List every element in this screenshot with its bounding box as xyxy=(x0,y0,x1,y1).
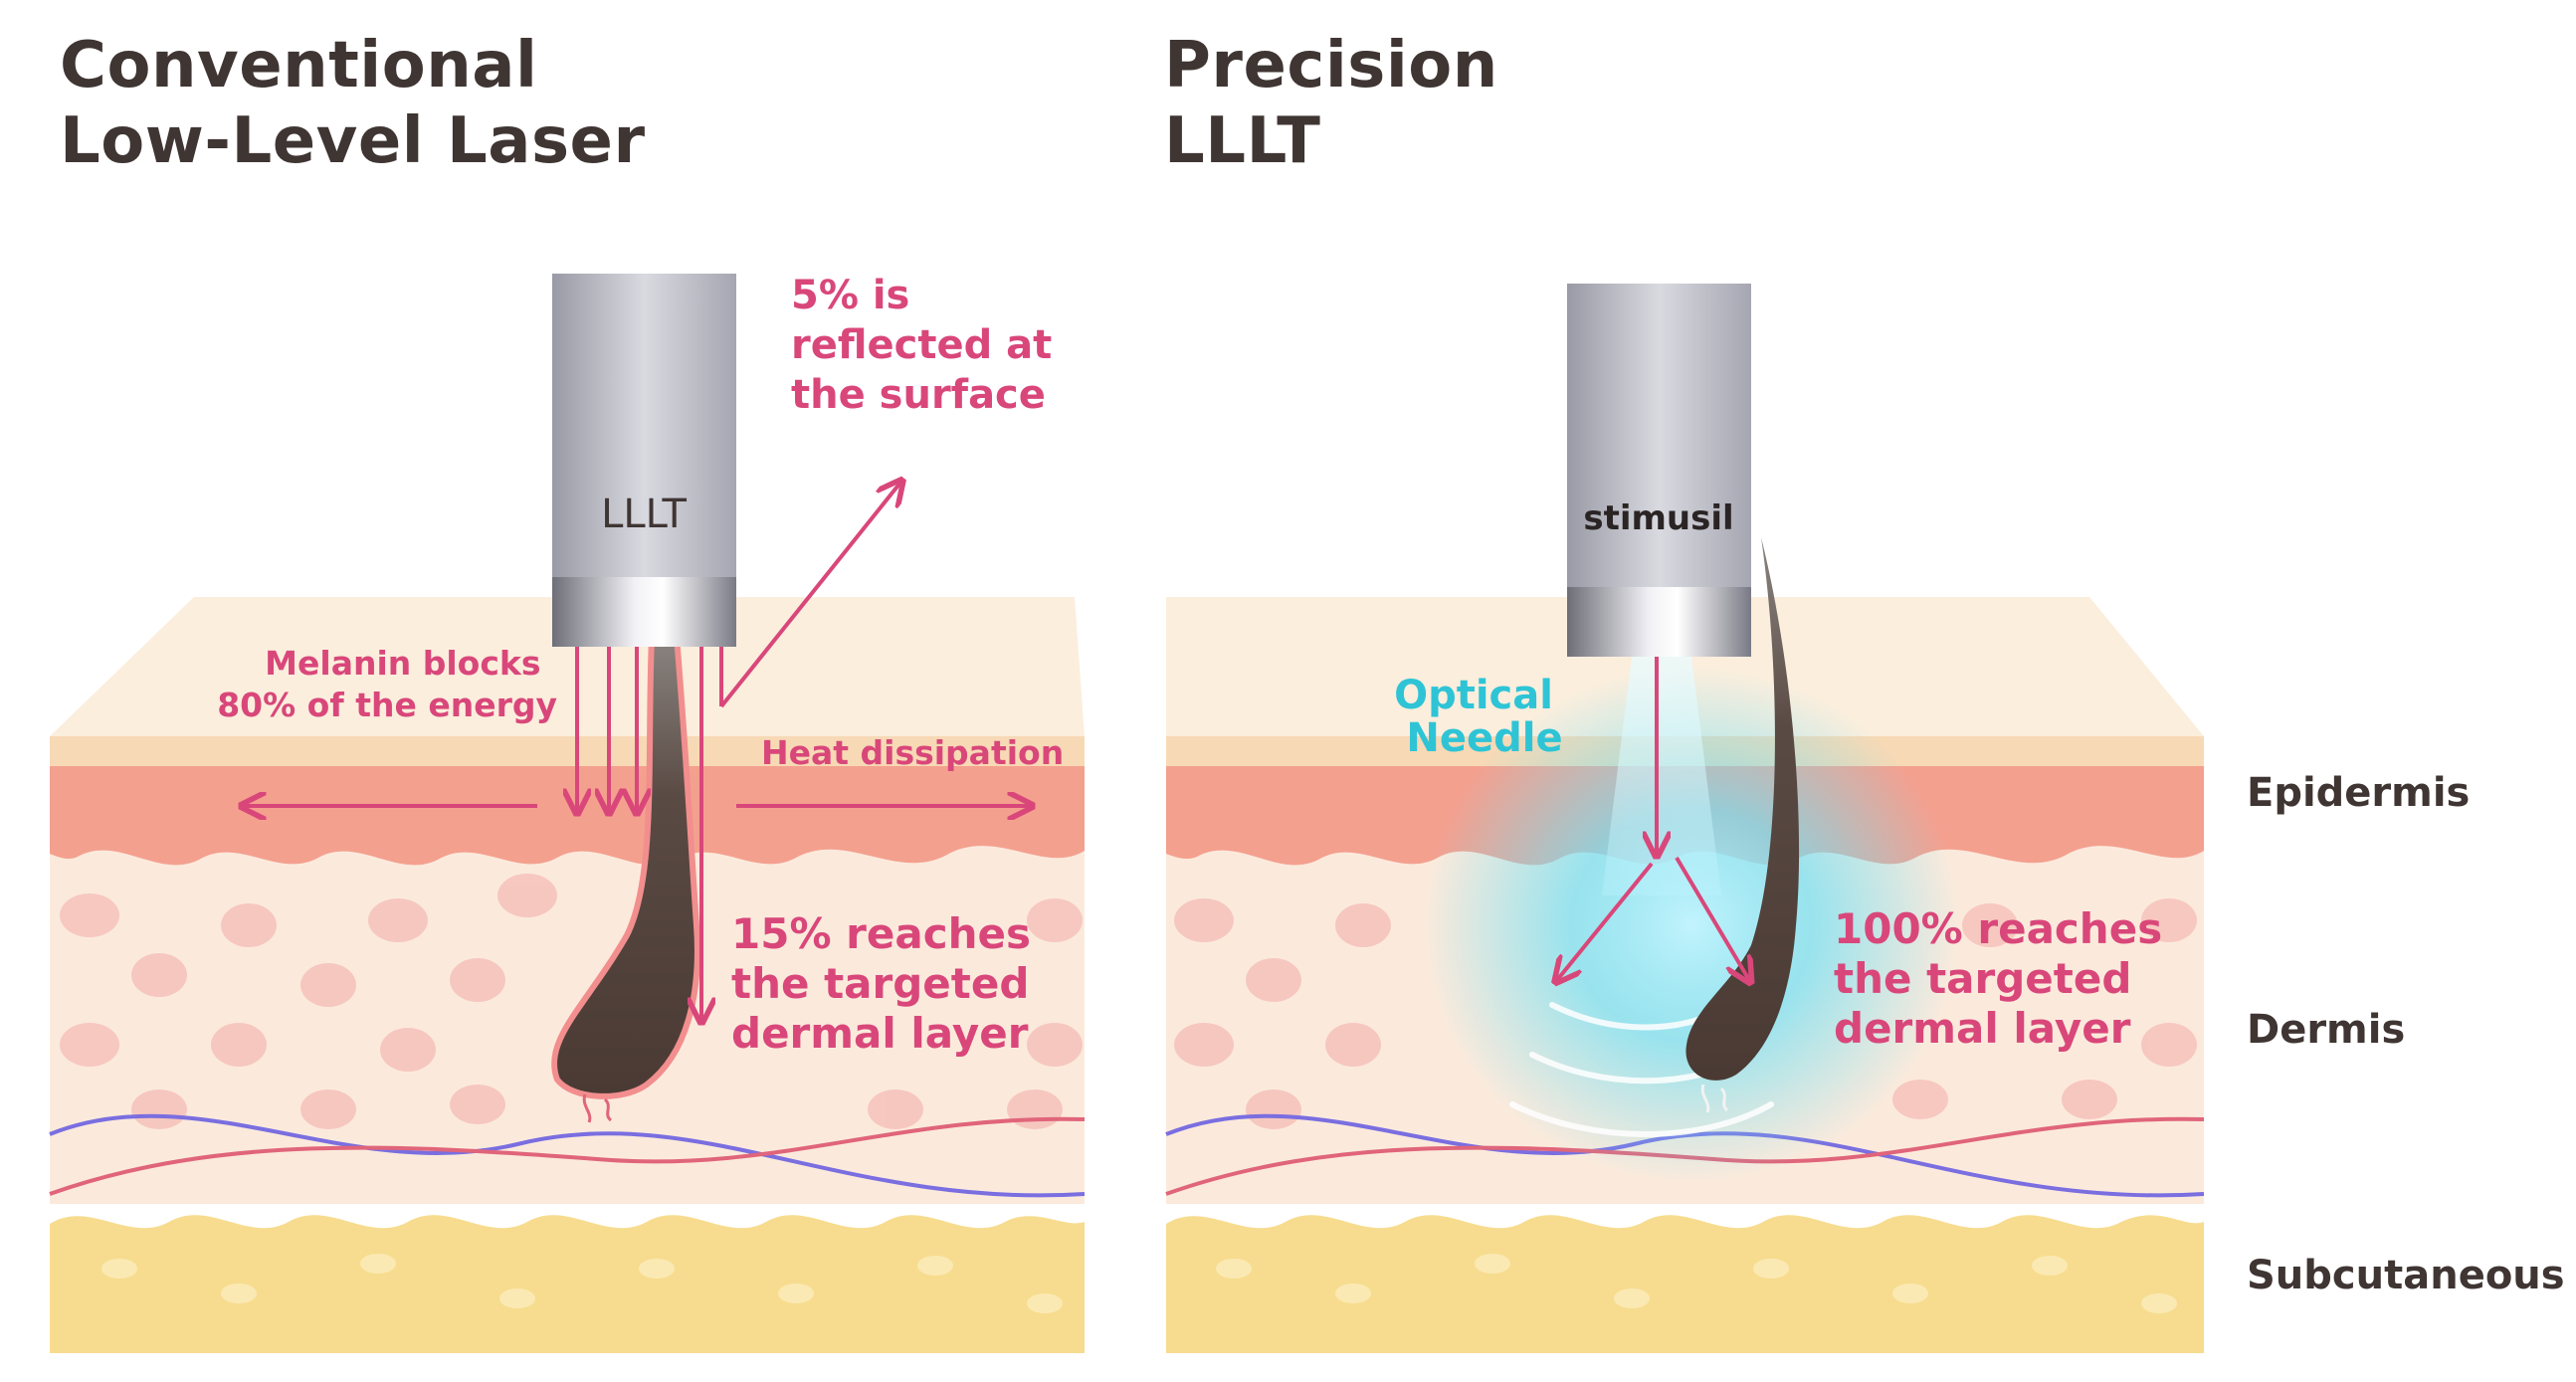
right-reach-text: 100% reaches the targeted dermal layer xyxy=(1834,904,2177,1053)
label-dermis: Dermis xyxy=(2247,1007,2405,1053)
right-fat-cells xyxy=(1216,1254,2177,1313)
left-reach-line3: dermal layer xyxy=(731,1009,1029,1058)
left-melanin-line2: 80% of the energy xyxy=(217,686,557,724)
right-dermis-cells xyxy=(1174,898,2197,1129)
left-arrow-reflected xyxy=(719,483,900,708)
left-reflected-line1: 5% is xyxy=(791,273,909,318)
right-optical-beam xyxy=(1602,657,1721,895)
label-subcutaneous: Subcutaneous xyxy=(2247,1253,2565,1298)
left-epidermis-top-band xyxy=(50,736,1085,766)
left-heat-text: Heat dissipation xyxy=(761,733,1064,772)
right-reach-line2: the targeted xyxy=(1834,954,2131,1003)
left-melanin-line1: Melanin blocks xyxy=(265,644,540,683)
left-title: Conventional Low-Level Laser xyxy=(60,28,646,179)
left-epidermis xyxy=(50,766,1085,866)
left-reach-text: 15% reaches the targeted dermal layer xyxy=(731,909,1046,1058)
right-stimusil-device: stimusil xyxy=(1567,284,1751,657)
left-lllt-device: LLLT xyxy=(552,274,736,647)
right-hair-papilla xyxy=(1700,1084,1729,1113)
left-device-label: LLLT xyxy=(601,492,687,537)
right-needle-text: Optical Needle xyxy=(1394,673,1567,761)
right-reach-line1: 100% reaches xyxy=(1834,904,2162,953)
left-vessel-red xyxy=(49,1116,1086,1196)
left-title-line1: Conventional xyxy=(60,29,538,102)
right-arrow-right xyxy=(1675,856,1749,980)
left-hair-papilla xyxy=(582,1093,613,1123)
right-title: Precision LLLT xyxy=(1164,28,1498,179)
left-energy-arrows xyxy=(244,483,1030,1020)
right-optical-glow xyxy=(1423,667,1960,1184)
right-title-line1: Precision xyxy=(1164,29,1498,102)
right-reach-line3: dermal layer xyxy=(1834,1004,2131,1053)
left-reflected-text: 5% is reflected at the surface xyxy=(791,273,1066,418)
right-needle-line2: Needle xyxy=(1406,715,1562,761)
left-melanin-text: Melanin blocks 80% of the energy xyxy=(217,644,557,724)
left-subcutaneous xyxy=(50,1215,1085,1353)
right-subcutaneous xyxy=(1166,1215,2204,1353)
left-skin-top-slab xyxy=(50,597,1085,736)
right-arrow-left xyxy=(1557,862,1654,980)
left-hair-follicle xyxy=(551,634,700,1099)
right-hair-follicle xyxy=(1685,537,1800,1081)
left-reflected-line2: reflected at xyxy=(791,322,1052,368)
left-vessel-blue xyxy=(49,1113,1086,1198)
right-energy-arrows xyxy=(1557,657,1749,980)
right-title-line2: LLLT xyxy=(1164,104,1321,178)
left-dermis-cells xyxy=(60,874,1083,1129)
left-reach-line2: the targeted xyxy=(731,959,1029,1008)
left-reflected-line3: the surface xyxy=(791,372,1046,418)
left-title-line2: Low-Level Laser xyxy=(60,104,646,178)
label-epidermis: Epidermis xyxy=(2247,770,2470,816)
right-device-label: stimusil xyxy=(1583,498,1733,538)
left-skin-block xyxy=(49,597,1086,1353)
right-needle-line1: Optical xyxy=(1394,673,1553,718)
left-fat-cells xyxy=(101,1254,1063,1313)
left-reach-line1: 15% reaches xyxy=(731,909,1031,958)
